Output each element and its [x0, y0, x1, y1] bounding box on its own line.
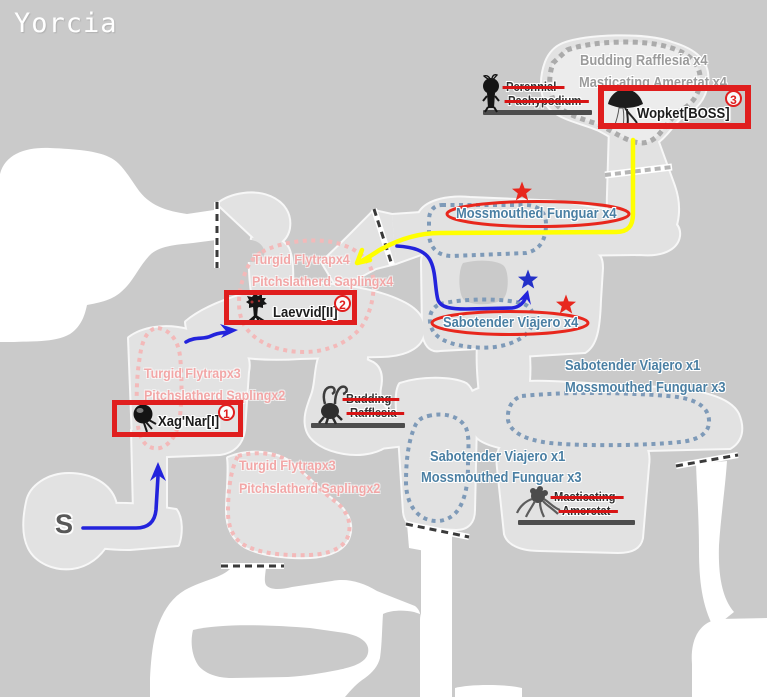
route-blue-from-start: [81, 474, 160, 530]
ameretat-icon: [515, 486, 561, 518]
wopket-number-badge: 3: [725, 90, 742, 107]
bottom-island: [191, 610, 420, 697]
laevvid-icon: [246, 293, 267, 324]
laevvid-number-badge: 2: [334, 295, 351, 312]
route-blue-laevvid-arrowhead-icon: [220, 324, 238, 338]
boss-dotted-region: [547, 39, 703, 146]
blue-star-icon: [518, 269, 538, 289]
east-long-dotted-region: [505, 391, 712, 448]
defeated-masticating-line1: Masticating: [550, 489, 623, 504]
wopket-nm-label: Wopket[BOSS]: [637, 105, 730, 122]
boss-area-label-rafflesia: Budding Rafflesia x4: [580, 52, 708, 69]
west-small-dotted-region: [403, 412, 471, 524]
gates: [214, 163, 739, 569]
pachypodium-icon: [482, 73, 500, 113]
defeated-budding-line1: Budding: [342, 391, 399, 406]
gate-mid-diagonal-icon: [371, 208, 395, 266]
flytrap3-upper-label-line1: Turgid Flytrapx3: [144, 365, 241, 381]
map-title: Yorcia: [14, 8, 118, 39]
defeated-masticating-line2: Ameretat: [558, 503, 619, 518]
start-marker: S: [55, 509, 74, 539]
red-star-south-icon: [556, 294, 576, 314]
terrain-holes: [240, 239, 508, 305]
sabotender-spawn-label: Sabotender Viajero x4: [443, 314, 579, 331]
gate-east-diagonal-icon: [675, 452, 739, 469]
rafflesia-platform: [311, 423, 405, 428]
defeated-perennial-line2: Pachypodium: [504, 93, 590, 108]
platform-bars: [311, 110, 635, 525]
route-blue-start-arrowhead-icon: [150, 462, 166, 481]
flytrap3-upper-dotted-region: [134, 325, 184, 451]
south-counts-line1: Sabotender Viajero x1: [430, 448, 566, 465]
funguar-dotted-region: [427, 203, 549, 259]
xagnar-nm-label: Xag'Nar[I]: [158, 413, 220, 430]
south-counts-line2: Mossmouthed Funguar x3: [421, 469, 582, 486]
route-yellow-to-boss: [357, 137, 636, 265]
gate-south-diagonal-icon: [405, 521, 470, 540]
route-yellow-arrowhead-icon: [354, 247, 373, 266]
wopket-nm-box: [598, 85, 751, 129]
east-counts-line2: Mossmouthed Funguar x3: [565, 379, 726, 396]
xagnar-number-badge: 1: [218, 404, 235, 421]
funguar-spawn-label: Mossmouthed Funguar x4: [456, 205, 617, 222]
funguar-spawn-ellipse: [445, 200, 631, 228]
stars: [512, 181, 576, 314]
gate-boss-neck-icon: [604, 163, 673, 179]
red-star-north-icon: [512, 181, 532, 201]
flytrap3-lower-dotted-region: [225, 451, 352, 558]
flytrap4-label-line2: Pitchslatherd Saplingx4: [252, 273, 394, 289]
flytrap4-dotted-region: [237, 238, 376, 355]
laevvid-nm-label: Laevvid[II]: [273, 304, 338, 321]
flytrap4-label-line1: Turgid Flytrapx4: [253, 251, 350, 267]
pachypodium-platform: [483, 110, 592, 115]
ameretat-platform: [518, 520, 635, 525]
xagnar-icon: [133, 404, 157, 433]
east-counts-line1: Sabotender Viajero x1: [565, 357, 701, 374]
flytrap3-upper-label-line2: Pitchslatherd Saplingx2: [144, 387, 286, 403]
defeated-perennial-line1: Perennial: [502, 79, 564, 94]
flytrap3-lower-label-line1: Turgid Flytrapx3: [239, 457, 336, 473]
route-blue-to-laevvid: [184, 330, 231, 344]
route-blue-to-sabotender: [395, 244, 528, 311]
defeated-budding-line2: Rafflesia: [346, 405, 405, 420]
laevvid-nm-box: [224, 290, 357, 325]
flytrap3-lower-label-line2: Pitchslatherd Saplingx2: [239, 480, 381, 496]
rafflesia-icon: [318, 385, 348, 425]
xagnar-nm-box: [112, 400, 243, 437]
sabotender-spawn-ellipse: [430, 310, 590, 336]
route-blue-sabotender-arrowhead-icon: [517, 290, 531, 305]
